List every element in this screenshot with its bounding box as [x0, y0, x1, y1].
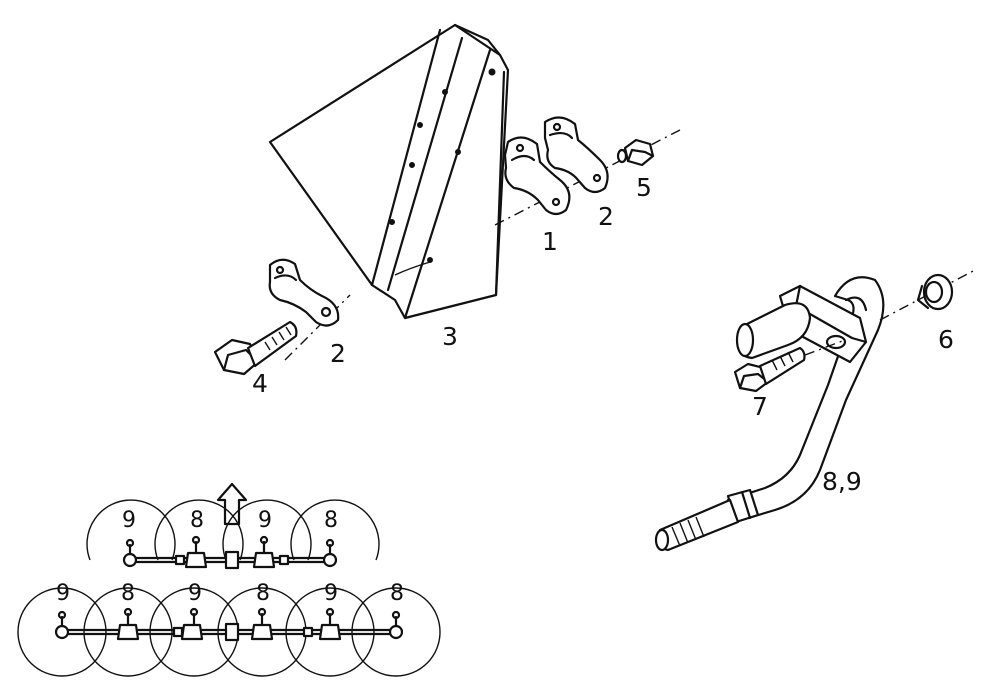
rear-label-1: 9	[56, 581, 70, 606]
front-label-4: 8	[324, 508, 338, 533]
callout-part-8-9: 8,9	[822, 467, 862, 496]
callout-part-1: 1	[542, 227, 558, 256]
front-row-rotors	[86, 499, 380, 570]
hex-nut	[616, 138, 655, 167]
callout-part-2-lower: 2	[330, 339, 346, 368]
clamp-half-lower	[503, 136, 571, 216]
hex-bolt	[213, 320, 298, 376]
tine-bolt	[733, 346, 806, 393]
callout-part-7: 7	[752, 392, 768, 421]
lock-nut	[916, 273, 954, 311]
front-label-2: 8	[190, 508, 204, 533]
up-arrow-icon	[216, 482, 248, 526]
rear-row-rotors	[17, 587, 441, 677]
front-label-1: 9	[122, 508, 136, 533]
rear-label-3: 9	[188, 581, 202, 606]
callout-part-3: 3	[442, 322, 458, 351]
rear-label-4: 8	[256, 581, 270, 606]
rear-label-2: 8	[121, 581, 135, 606]
tine-arm	[654, 276, 885, 552]
callout-part-6: 6	[938, 325, 954, 354]
front-label-3: 9	[258, 508, 272, 533]
rear-label-5: 9	[324, 581, 338, 606]
callout-part-4: 4	[252, 369, 268, 398]
callout-part-5: 5	[636, 173, 652, 202]
direction-arrow	[216, 482, 248, 526]
deflector-plate	[268, 23, 510, 320]
clamp-half-upper	[543, 116, 609, 194]
clamp-half-bottom	[268, 258, 340, 327]
callout-part-2-upper: 2	[598, 202, 614, 231]
rear-label-6: 8	[390, 581, 404, 606]
axis-line-upper	[284, 294, 351, 361]
